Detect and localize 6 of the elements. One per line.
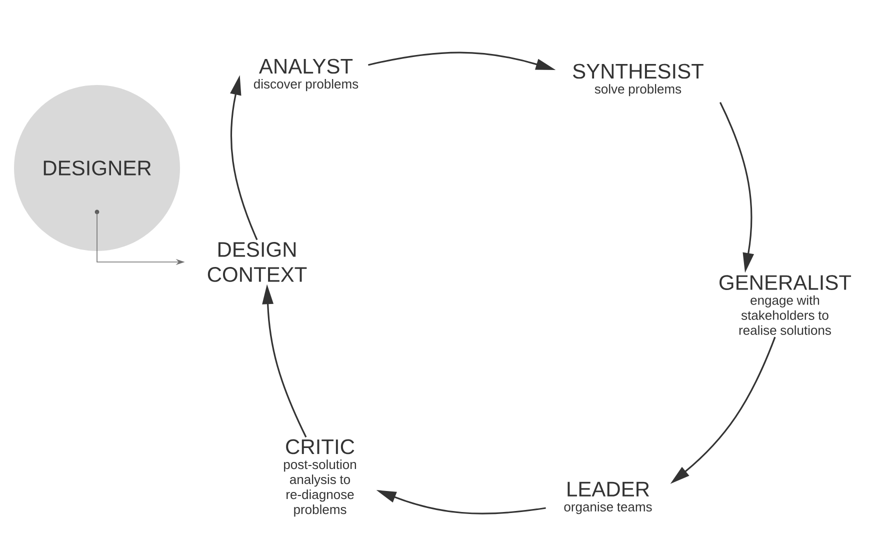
role-label: ANALYST discover problems [254, 58, 358, 92]
role-label: SYNTHESIST solve problems [573, 64, 704, 96]
role-label: GENERALIST engage with stakeholders to realise solutions [720, 275, 852, 335]
role-label: CRITIC post-solution analysis to re-diagnose problems [284, 439, 356, 517]
role-label: DESIGN CONTEXT [208, 242, 307, 282]
role-label: LEADER organise teams [564, 482, 652, 514]
